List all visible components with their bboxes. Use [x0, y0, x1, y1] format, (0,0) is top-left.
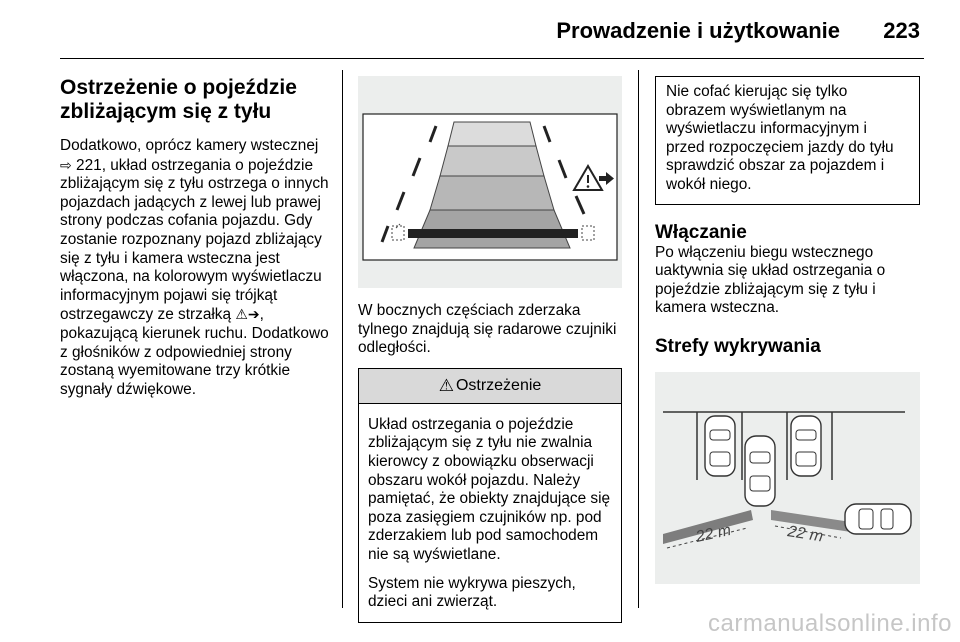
note-text: Nie cofać kierując się tylko obrazem wyś… [666, 83, 894, 193]
running-title: Prowadzenie i użytkowanie [556, 18, 840, 43]
rear-camera-view [358, 76, 622, 288]
column-divider-left [342, 70, 343, 608]
header-rule [60, 58, 924, 59]
activation-paragraph: Po włączeniu biegu wstecznego uaktywnia … [655, 243, 886, 317]
body-paragraph: Dodatkowo, oprócz kamery wstecznej ⇨ 221… [60, 137, 329, 398]
column-3: Nie cofać kierując się tylko obrazem wyś… [655, 76, 920, 584]
heading-activation: Włączanie [655, 221, 747, 243]
warning-triangle-icon [572, 164, 604, 191]
section-heading: Ostrzeżenie o pojeździe zbliżającym się … [60, 76, 297, 123]
heading-detection-zones: Strefy wykrywania [655, 335, 821, 357]
range-right-label: 22 m [785, 523, 824, 546]
warning-paragraph: Układ ostrzegania o pojeździe zbliżający… [368, 415, 611, 563]
arrow-reference-icon: ⇨ [60, 156, 72, 173]
note-box: Nie cofać kierując się tylko obrazem wyś… [655, 76, 920, 205]
warning-triangle-arrow-icon: ⚠➔ [235, 306, 260, 323]
parked-car-icon [704, 415, 736, 477]
warning-header: ⚠ Ostrzeżenie [359, 368, 621, 404]
warning-triangle-icon: ⚠ [438, 375, 454, 395]
approaching-car-icon [844, 503, 912, 535]
column-2: W bocznych częściach zderzaka tylnego zn… [358, 76, 622, 623]
direction-arrow-icon [599, 172, 614, 185]
warning-paragraph-2: System nie wykrywa pieszych, dzieci ani … [368, 574, 576, 611]
camera-display-illustration [358, 76, 622, 288]
parked-car-icon [790, 415, 822, 477]
warning-box: ⚠ Ostrzeżenie Układ ostrzegania o pojeźd… [358, 367, 622, 623]
column-divider-right [638, 70, 639, 608]
reversing-car-icon [744, 435, 776, 507]
column-1: Ostrzeżenie o pojeździe zbliżającym się … [60, 76, 330, 399]
warning-title: Ostrzeżenie [455, 376, 542, 394]
watermark: carmanualsonline.info [708, 610, 952, 637]
figure-caption: W bocznych częściach zderzaka tylnego zn… [358, 302, 617, 357]
detection-zones-illustration: 22 m 22 m [655, 371, 920, 584]
page-number: 223 [883, 18, 920, 43]
